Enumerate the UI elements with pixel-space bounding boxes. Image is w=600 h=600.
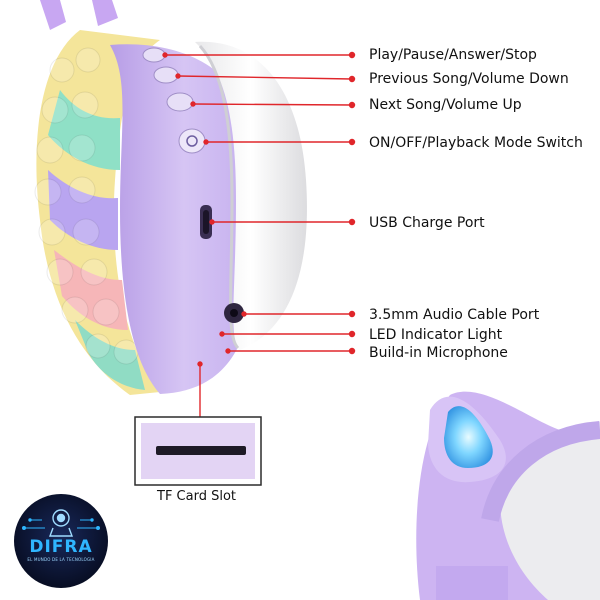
tf-card-slot [156, 446, 246, 455]
pop-it-bubbles [34, 47, 139, 365]
label-usb-port: USB Charge Port [369, 215, 485, 231]
ear-cushion-edge [198, 44, 240, 350]
label-audio-port: 3.5mm Audio Cable Port [369, 307, 540, 323]
label-power-switch: ON/OFF/Playback Mode Switch [369, 135, 583, 151]
label-microphone: Build-in Microphone [369, 345, 508, 361]
label-tf-card-slot: TF Card Slot [157, 489, 237, 504]
astronaut-icon [48, 509, 74, 537]
logo-name: DIFRA [29, 537, 93, 557]
top-ear-right [92, 0, 118, 26]
leader-lines [162, 51, 356, 418]
ear-cushion [195, 41, 307, 351]
label-play-pause: Play/Pause/Answer/Stop [369, 47, 537, 63]
ear-cup-shell [110, 44, 258, 394]
top-ear-left [40, 0, 66, 30]
cat-ear [416, 391, 600, 600]
control-buttons [142, 47, 206, 154]
logo-tagline: EL MUNDO DE LA TECNOLOGIA [27, 557, 95, 562]
logo-badge [14, 494, 108, 588]
label-previous-song: Previous Song/Volume Down [369, 71, 569, 87]
label-led-light: LED Indicator Light [369, 327, 503, 343]
power-icon [186, 135, 198, 147]
circuit-lines [22, 518, 100, 530]
ear-led-glow [444, 406, 493, 468]
pop-it-panel [36, 30, 160, 395]
label-next-song: Next Song/Volume Up [369, 97, 522, 113]
